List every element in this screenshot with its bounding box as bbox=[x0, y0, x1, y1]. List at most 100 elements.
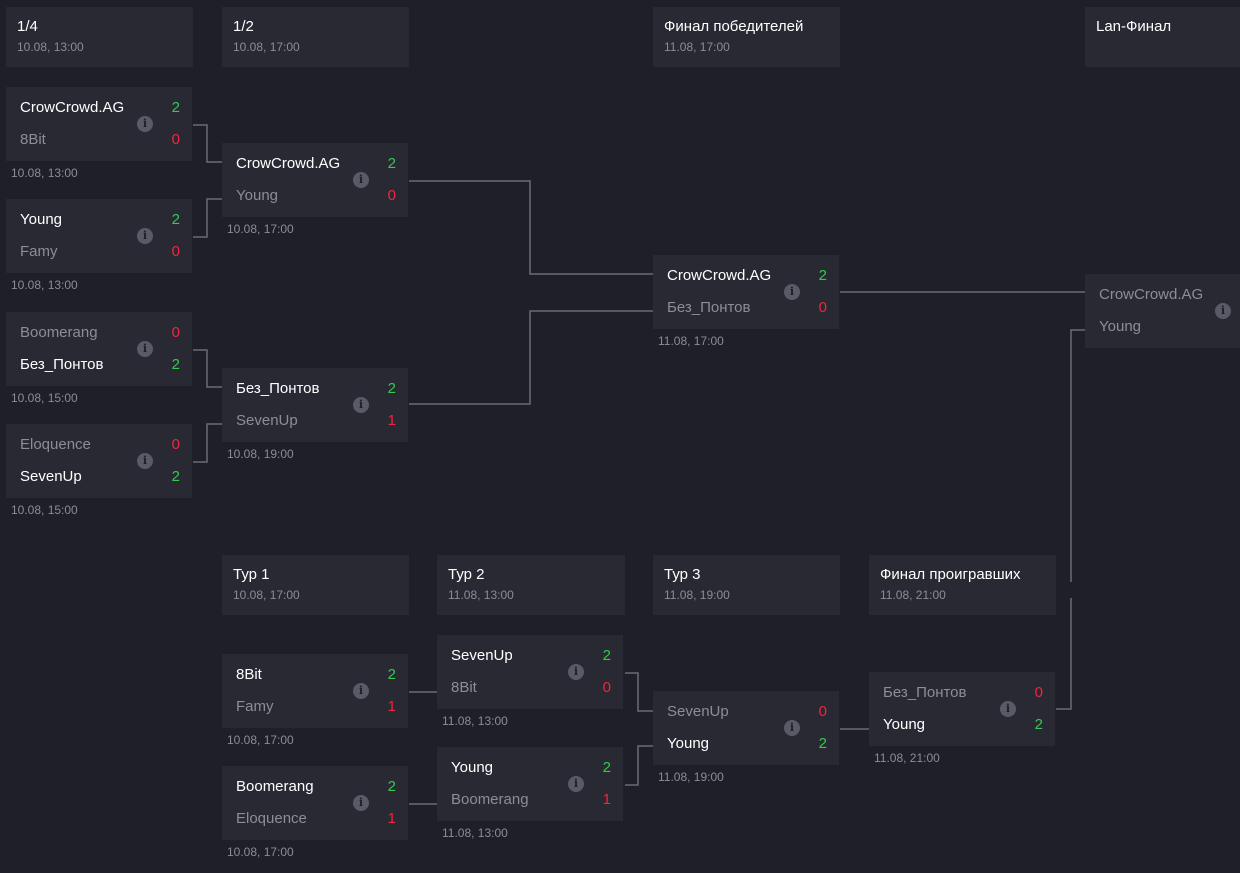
match-date: 10.08, 13:00 bbox=[11, 278, 78, 292]
match-card[interactable]: CrowCrowd.AG Без_Понтов 2 0 i bbox=[653, 255, 839, 329]
match-card[interactable]: CrowCrowd.AG 8Bit 2 0 i bbox=[6, 87, 192, 161]
team-name[interactable]: Famy bbox=[20, 243, 58, 260]
team-score: 0 bbox=[171, 436, 180, 453]
team-name[interactable]: Young bbox=[667, 735, 709, 752]
round-title: Lan-Финал bbox=[1096, 18, 1172, 35]
round-title: Тур 3 bbox=[664, 566, 701, 583]
round-date: 11.08, 19:00 bbox=[664, 588, 730, 602]
team-score: 2 bbox=[387, 380, 396, 397]
info-icon[interactable]: i bbox=[353, 795, 369, 811]
match-date: 11.08, 17:00 bbox=[658, 334, 724, 348]
round-title: Финал победителей bbox=[664, 18, 804, 35]
info-icon[interactable]: i bbox=[353, 172, 369, 188]
team-name[interactable]: Без_Понтов bbox=[667, 299, 751, 316]
team-score: 1 bbox=[387, 412, 396, 429]
match-date: 10.08, 15:00 bbox=[11, 503, 78, 517]
team-score: 2 bbox=[818, 267, 827, 284]
team-name[interactable]: CrowCrowd.AG bbox=[1099, 286, 1204, 303]
team-name[interactable]: Young bbox=[20, 211, 62, 228]
info-icon[interactable]: i bbox=[568, 776, 584, 792]
info-icon[interactable]: i bbox=[568, 664, 584, 680]
team-score: 0 bbox=[818, 299, 827, 316]
match-date: 10.08, 17:00 bbox=[227, 733, 294, 747]
match-date: 11.08, 19:00 bbox=[658, 770, 724, 784]
team-name[interactable]: Boomerang bbox=[451, 791, 529, 808]
team-name[interactable]: SevenUp bbox=[236, 412, 298, 429]
team-name[interactable]: Без_Понтов bbox=[20, 356, 104, 373]
team-score: 2 bbox=[1034, 716, 1043, 733]
team-score: 2 bbox=[602, 759, 611, 776]
team-name[interactable]: Young bbox=[1099, 318, 1141, 335]
team-score: 0 bbox=[171, 324, 180, 341]
match-date: 10.08, 17:00 bbox=[227, 845, 294, 859]
info-icon[interactable]: i bbox=[784, 284, 800, 300]
round-header-lower-round-3: Тур 3 11.08, 19:00 bbox=[653, 555, 840, 615]
team-name[interactable]: Young bbox=[451, 759, 493, 776]
info-icon[interactable]: i bbox=[137, 453, 153, 469]
team-name[interactable]: SevenUp bbox=[20, 468, 82, 485]
team-score: 0 bbox=[171, 131, 180, 148]
team-score: 2 bbox=[387, 666, 396, 683]
match-date: 11.08, 13:00 bbox=[442, 826, 508, 840]
match-date: 10.08, 17:00 bbox=[227, 222, 294, 236]
round-title: Тур 1 bbox=[233, 566, 270, 583]
round-title: 1/2 bbox=[233, 18, 254, 35]
team-score: 0 bbox=[171, 243, 180, 260]
round-date: 10.08, 13:00 bbox=[17, 40, 84, 54]
info-icon[interactable]: i bbox=[1215, 303, 1231, 319]
team-score: 0 bbox=[602, 679, 611, 696]
team-name[interactable]: Eloquence bbox=[20, 436, 91, 453]
team-name[interactable]: 8Bit bbox=[236, 666, 262, 683]
info-icon[interactable]: i bbox=[353, 397, 369, 413]
team-score: 1 bbox=[387, 698, 396, 715]
team-name[interactable]: Young bbox=[883, 716, 925, 733]
info-icon[interactable]: i bbox=[784, 720, 800, 736]
info-icon[interactable]: i bbox=[1000, 701, 1016, 717]
team-score: 2 bbox=[387, 778, 396, 795]
team-name[interactable]: SevenUp bbox=[451, 647, 513, 664]
team-name[interactable]: Eloquence bbox=[236, 810, 307, 827]
match-card[interactable]: CrowCrowd.AG Young i bbox=[1085, 274, 1240, 348]
team-name[interactable]: 8Bit bbox=[20, 131, 46, 148]
round-header-quarterfinal: 1/4 10.08, 13:00 bbox=[6, 7, 193, 67]
info-icon[interactable]: i bbox=[137, 228, 153, 244]
team-score: 2 bbox=[171, 99, 180, 116]
match-date: 11.08, 21:00 bbox=[874, 751, 940, 765]
team-name[interactable]: 8Bit bbox=[451, 679, 477, 696]
round-title: Финал проигравших bbox=[880, 566, 1021, 583]
team-name[interactable]: Без_Понтов bbox=[236, 380, 320, 397]
team-name[interactable]: CrowCrowd.AG bbox=[236, 155, 341, 172]
team-name[interactable]: Boomerang bbox=[236, 778, 314, 795]
team-name[interactable]: SevenUp bbox=[667, 703, 729, 720]
team-score: 0 bbox=[387, 187, 396, 204]
team-name[interactable]: Без_Понтов bbox=[883, 684, 967, 701]
team-score: 2 bbox=[171, 211, 180, 228]
match-date: 11.08, 13:00 bbox=[442, 714, 508, 728]
round-title: Тур 2 bbox=[448, 566, 485, 583]
team-name[interactable]: Young bbox=[236, 187, 278, 204]
team-name[interactable]: CrowCrowd.AG bbox=[20, 99, 125, 116]
round-title: 1/4 bbox=[17, 18, 38, 35]
info-icon[interactable]: i bbox=[353, 683, 369, 699]
info-icon[interactable]: i bbox=[137, 116, 153, 132]
team-name[interactable]: Boomerang bbox=[20, 324, 98, 341]
info-icon[interactable]: i bbox=[137, 341, 153, 357]
team-score: 2 bbox=[818, 735, 827, 752]
match-date: 10.08, 19:00 bbox=[227, 447, 294, 461]
team-name[interactable]: Famy bbox=[236, 698, 274, 715]
team-score: 0 bbox=[1034, 684, 1043, 701]
team-name[interactable]: CrowCrowd.AG bbox=[667, 267, 772, 284]
